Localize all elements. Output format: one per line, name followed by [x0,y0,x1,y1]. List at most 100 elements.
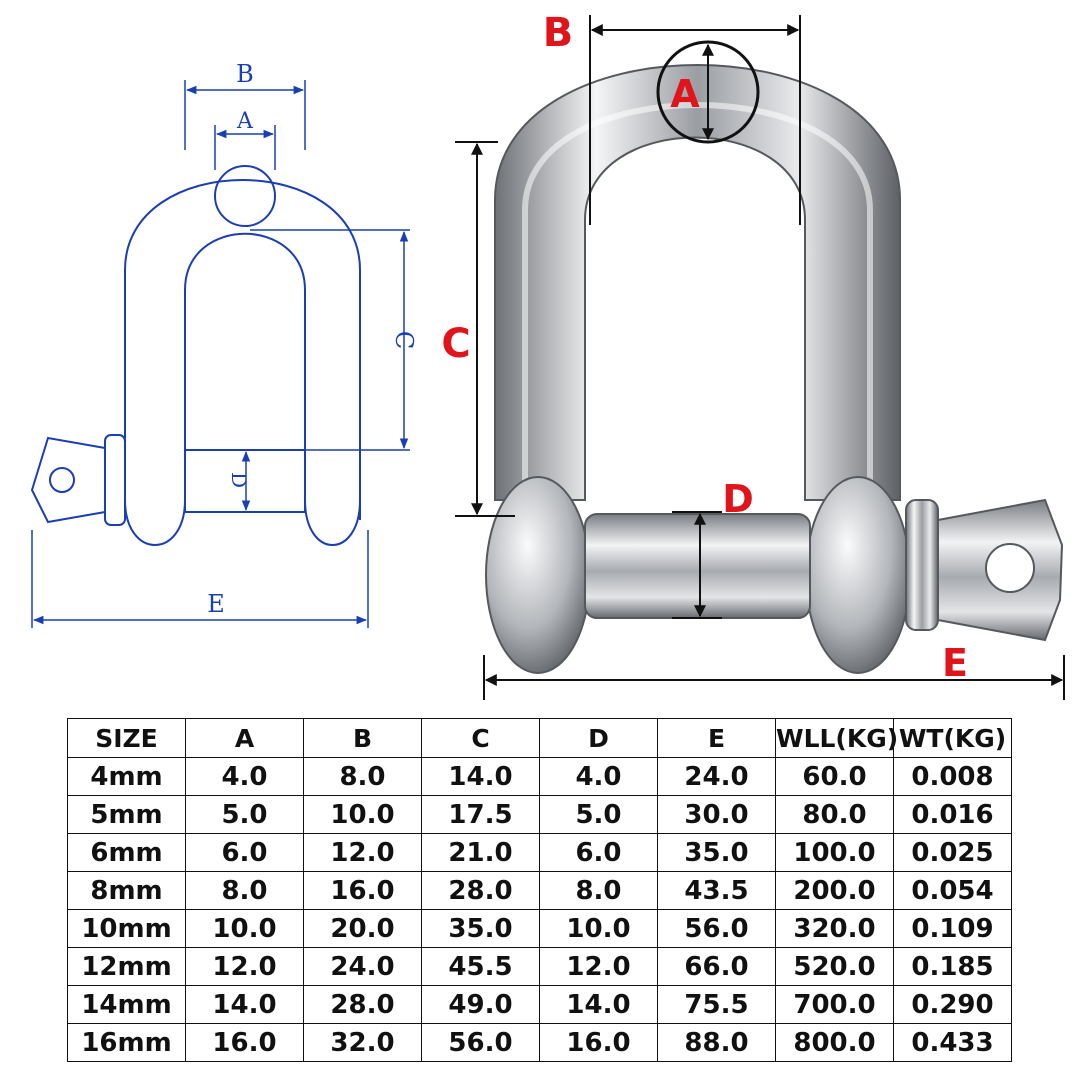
cell-e: 24.0 [657,757,776,796]
cell-d: 16.0 [539,1023,658,1062]
cell-e: 75.5 [657,985,776,1024]
cell-c: 45.5 [421,947,540,986]
cell-b: 20.0 [303,909,422,948]
header-wt: WT(KG) [893,718,1012,758]
cell-c: 35.0 [421,909,540,948]
cell-d: 6.0 [539,833,658,872]
cell-c: 14.0 [421,757,540,796]
cell-e: 88.0 [657,1023,776,1062]
cell-wll: 700.0 [775,985,894,1024]
cell-wt: 0.109 [893,909,1012,948]
photo-label-b: B [543,10,574,56]
cell-wt: 0.016 [893,795,1012,834]
blueprint-shackle-body [124,179,361,520]
cell-b: 8.0 [303,757,422,796]
blueprint-inner-opening [184,232,306,450]
header-a: A [185,718,304,758]
cell-size: 12mm [67,947,186,986]
shackle-right-eye [805,476,911,674]
blueprint-left-eye [124,499,186,546]
shackle-pin-collar [905,499,939,631]
cell-b: 24.0 [303,947,422,986]
cell-d: 8.0 [539,871,658,910]
cell-d: 14.0 [539,985,658,1024]
cell-b: 10.0 [303,795,422,834]
blueprint-pin-hole [49,467,75,493]
header-d: D [539,718,658,758]
cell-e: 30.0 [657,795,776,834]
cell-size: 6mm [67,833,186,872]
header-size: SIZE [67,718,186,758]
cell-wll: 520.0 [775,947,894,986]
cell-d: 5.0 [539,795,658,834]
cell-size: 5mm [67,795,186,834]
blueprint-label-d: D [227,472,251,488]
shackle-bow [494,64,901,501]
cell-d: 10.0 [539,909,658,948]
cell-c: 28.0 [421,871,540,910]
blueprint-label-a: A [236,109,254,134]
photo-label-d: D [722,477,754,521]
cell-b: 28.0 [303,985,422,1024]
cell-a: 5.0 [185,795,304,834]
blueprint-label-e: E [207,590,225,618]
cell-wt: 0.008 [893,757,1012,796]
cell-size: 16mm [67,1023,186,1062]
header-e: E [657,718,776,758]
photo-label-a: A [670,72,700,116]
cell-c: 21.0 [421,833,540,872]
cell-wt: 0.433 [893,1023,1012,1062]
cell-wll: 800.0 [775,1023,894,1062]
cell-a: 6.0 [185,833,304,872]
shackle-diagram: B A C D E [30,10,1065,700]
cell-e: 43.5 [657,871,776,910]
cell-size: 8mm [67,871,186,910]
cell-e: 56.0 [657,909,776,948]
shackle-left-eye [485,476,591,674]
header-b: B [303,718,422,758]
cell-wt: 0.054 [893,871,1012,910]
cell-e: 35.0 [657,833,776,872]
cell-b: 32.0 [303,1023,422,1062]
cell-c: 56.0 [421,1023,540,1062]
blueprint-pin-collar [104,434,126,526]
blueprint-pin [184,449,306,513]
shackle-pin [584,513,811,619]
photo-dimensions [455,15,1065,700]
cell-a: 8.0 [185,871,304,910]
cell-wll: 100.0 [775,833,894,872]
header-wll: WLL(KG) [775,718,898,758]
cell-wt: 0.185 [893,947,1012,986]
cell-c: 49.0 [421,985,540,1024]
cell-a: 4.0 [185,757,304,796]
cell-wll: 200.0 [775,871,894,910]
cell-d: 12.0 [539,947,658,986]
cell-wll: 80.0 [775,795,894,834]
cell-b: 12.0 [303,833,422,872]
cell-size: 10mm [67,909,186,948]
cell-a: 16.0 [185,1023,304,1062]
cell-b: 16.0 [303,871,422,910]
blueprint-right-eye [304,499,361,546]
blueprint-drawing [30,165,361,546]
cell-size: 4mm [67,757,186,796]
shackle-pin-hole [985,543,1035,593]
photo-label-e: E [942,641,968,685]
cell-size: 14mm [67,985,186,1024]
photo-labels: B A C D E [441,10,968,685]
cell-wt: 0.290 [893,985,1012,1024]
shackle-photo [485,64,1064,674]
table-header-row: SIZE A B C D E WLL(KG) WT(KG) [67,718,1012,758]
cell-d: 4.0 [539,757,658,796]
blueprint-section-a [214,165,276,227]
blueprint-label-c: C [390,331,418,349]
